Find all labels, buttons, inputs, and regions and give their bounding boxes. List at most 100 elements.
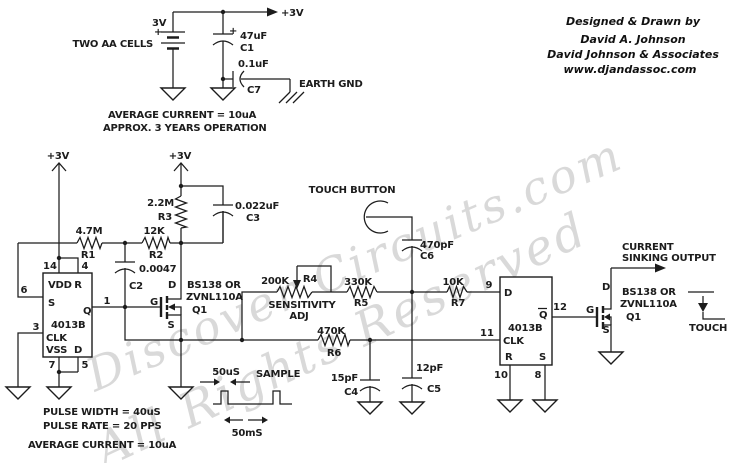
c3-ref: C3 xyxy=(246,213,260,224)
supply-mid: +3V xyxy=(169,151,192,189)
ic1-vss-label: VSS xyxy=(46,345,67,356)
q1r-d: D xyxy=(602,282,610,293)
r4-value: 200K xyxy=(261,276,290,287)
ground-icon xyxy=(4,386,32,400)
output-label1: CURRENT xyxy=(622,242,674,253)
power-rail-arrow-icon xyxy=(267,7,278,17)
ic2-pin10: 10 xyxy=(494,370,508,381)
resistor-r2 xyxy=(141,235,171,251)
resistor-r3: 2.2M R3 xyxy=(147,186,189,243)
ground-icon xyxy=(597,351,625,365)
earth-gnd-label: EARTH GND xyxy=(299,79,363,90)
ground-icon xyxy=(209,87,237,101)
title-line4: www.djandassoc.com xyxy=(563,63,696,76)
q1l-ref: Q1 xyxy=(192,305,207,316)
q1r-line2: ZVNL110A xyxy=(620,299,677,310)
ic2-pin9: 9 xyxy=(486,280,493,291)
arrow-right-icon xyxy=(262,416,268,424)
title-line1: Designed & Drawn by xyxy=(566,15,701,28)
output-arrow-icon xyxy=(655,263,666,273)
ic1-pin6: 6 xyxy=(21,285,28,296)
ground-icon xyxy=(167,386,195,400)
title-line2: David A. Johnson xyxy=(580,33,685,46)
touch-label: TOUCH xyxy=(689,323,727,334)
ic2-qbar-label: Q xyxy=(539,310,547,321)
q1l-line2: ZVNL110A xyxy=(186,292,243,303)
touch-plate-icon xyxy=(363,200,389,234)
ic2-r-label: R xyxy=(505,352,513,363)
rail-bottom: 470K R6 xyxy=(124,307,500,400)
rail-r1-r2: 4.7M R1 12K R2 xyxy=(17,211,224,298)
r7-ref: R7 xyxy=(451,298,466,309)
mosfet-arrow-icon xyxy=(168,303,175,311)
ic1-r-label: R xyxy=(74,280,82,291)
title-block: Designed & Drawn by David A. Johnson Dav… xyxy=(547,15,719,76)
c5-ref: C5 xyxy=(427,384,441,395)
ic2-part: 4013B xyxy=(508,323,542,334)
ic1-pin7: 7 xyxy=(49,360,56,371)
r3-value: 2.2M xyxy=(147,198,174,209)
ic2-pin11: 11 xyxy=(480,328,494,339)
ic1-part: 4013B xyxy=(51,320,85,331)
pot-wiper-loop xyxy=(296,265,332,292)
r2-value: 12K xyxy=(143,226,166,237)
pot-wiper-arrow-icon xyxy=(293,280,301,289)
supply-mid-label: +3V xyxy=(169,151,192,162)
ic2-pin12: 12 xyxy=(553,302,567,313)
arrow-left-icon xyxy=(224,416,230,424)
ic1-pin3: 3 xyxy=(33,322,40,333)
ic2-4013b: D Q 4013B CLK R S 9 12 11 10 8 xyxy=(480,276,597,413)
ground-icon xyxy=(45,386,73,400)
potentiometer-r4 xyxy=(276,284,313,300)
q1r-ref: Q1 xyxy=(626,312,641,323)
c4-ref: C4 xyxy=(344,387,358,398)
earth-ground-icon xyxy=(278,91,305,104)
ic1-q-label: Q xyxy=(83,306,91,317)
power-note2: APPROX. 3 YEARS OPERATION xyxy=(103,123,267,134)
q1l-g: G xyxy=(150,297,158,308)
resistor-r5 xyxy=(346,284,378,300)
ic1-pin14: 14 xyxy=(43,261,57,272)
r2-ref: R2 xyxy=(149,250,164,261)
ic2-pin8: 8 xyxy=(535,370,542,381)
sense-line: 200K R4 SENSITIVITY ADJ 330K R5 10K R7 xyxy=(241,265,500,340)
ic2-s-label: S xyxy=(539,352,546,363)
ground-icon xyxy=(159,87,187,101)
r6-value: 470K xyxy=(317,326,346,337)
c5-value: 12pF xyxy=(416,363,443,374)
r4-note2: ADJ xyxy=(289,311,308,322)
c7-value: 0.1uF xyxy=(238,59,269,70)
sample-label: SAMPLE xyxy=(256,369,301,380)
c3-value: 0.022uF xyxy=(235,201,279,212)
touch-button-label: TOUCH BUTTON xyxy=(309,185,396,196)
touch-button-section: TOUCH BUTTON 470pF C6 12pF C5 xyxy=(309,185,454,415)
c7-ref: C7 xyxy=(247,85,261,96)
t50us-label: 50uS xyxy=(212,367,239,378)
c4-value: 15pF xyxy=(331,373,358,384)
avg-current-note: AVERAGE CURRENT = 10uA xyxy=(28,440,177,451)
ic2-clk-label: CLK xyxy=(503,336,525,347)
t50ms-label: 50mS xyxy=(232,428,263,439)
sample-waveform: 50uS SAMPLE 50mS xyxy=(200,367,301,439)
ic1-pin4: 4 xyxy=(82,261,89,272)
capacitor-c3: 0.022uF C3 xyxy=(181,185,279,243)
bottom-notes: PULSE WIDTH = 40uS PULSE RATE = 20 PPS A… xyxy=(28,407,177,451)
title-line3: David Johnson & Associates xyxy=(547,48,719,61)
q1r-s: S xyxy=(602,325,609,336)
supply-left: +3V xyxy=(47,151,79,273)
ic1-4013b: VDD R S Q 4013B CLK VSS D 14 4 6 1 3 7 5 xyxy=(4,261,161,400)
capacitor-c7 xyxy=(223,70,305,104)
power-rail-label: +3V xyxy=(281,8,304,19)
ic1-pin1: 1 xyxy=(104,296,111,307)
c6-ref: C6 xyxy=(420,251,434,262)
r4-ref: R4 xyxy=(303,274,318,285)
c1-plus: + xyxy=(229,26,237,37)
pulse-width-note: PULSE WIDTH = 40uS xyxy=(43,407,161,418)
r5-value: 330K xyxy=(344,277,373,288)
r1-ref: R1 xyxy=(81,250,96,261)
resistor-r1 xyxy=(76,235,103,251)
r7-value: 10K xyxy=(442,277,465,288)
c1-value: 47uF xyxy=(240,31,267,42)
q1r-g: G xyxy=(586,305,594,316)
